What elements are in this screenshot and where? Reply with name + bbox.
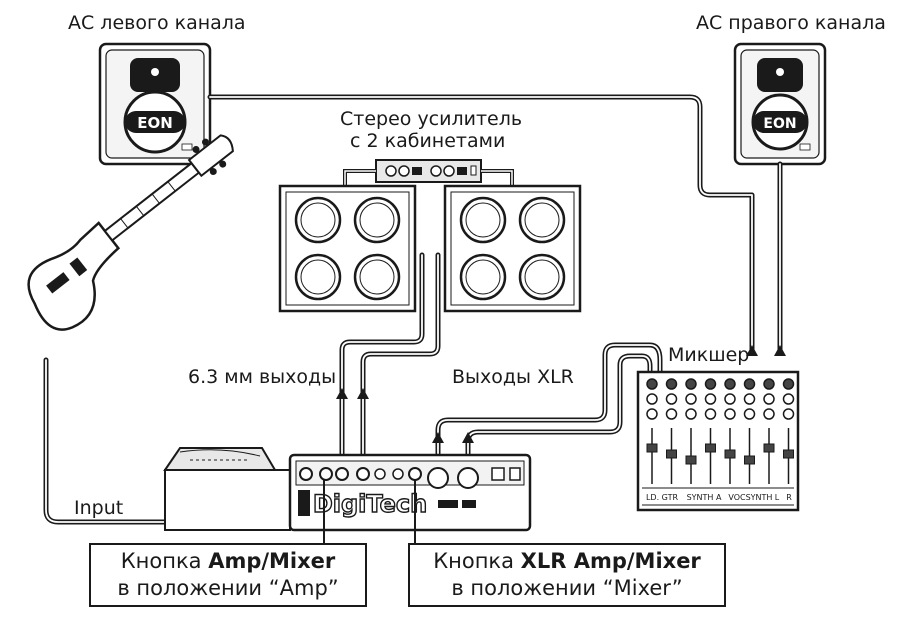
digitech-processor: DigiTech: [163, 447, 532, 532]
mixer-channel-r: R: [786, 493, 792, 502]
amplifier-label-line1: Стерео усилитель: [340, 108, 523, 130]
mixer-knob: [743, 393, 756, 405]
mixer-fader-cap: [724, 449, 736, 459]
digitech-logo: DigiTech: [313, 490, 427, 518]
mixer-channel-synth-a: SYNTH A: [687, 493, 722, 502]
mixer-knob: [665, 378, 678, 390]
right-cabinet: [443, 184, 582, 313]
mixer-knob: [724, 378, 736, 390]
mixer-fader-cap: [783, 449, 794, 459]
bass-guitar: [27, 134, 234, 331]
mixer-knobs: [646, 378, 795, 484]
mixer-fader-cap: [705, 443, 716, 453]
mixer-knob: [704, 378, 717, 390]
cables: [43, 94, 783, 525]
mixer-knob: [704, 408, 717, 420]
mixer-knob: [763, 393, 775, 405]
mixer-knob: [782, 393, 795, 405]
mixer-knob: [782, 408, 795, 420]
amp-mixer-callout: Кнопка Amp/Mixer в положении “Amp”: [89, 543, 367, 607]
left-speaker: EON: [98, 42, 212, 166]
amp-mixer-button-name: Amp/Mixer: [208, 549, 336, 573]
mixer-knob: [763, 378, 775, 390]
stereo-amplifier: [375, 159, 482, 183]
xlr-amp-mixer-callout: Кнопка XLR Amp/Mixer в положении “Mixer”: [408, 543, 726, 607]
amp-mixer-position: в положении “Amp”: [117, 576, 339, 600]
mixer-channel-l: L: [775, 493, 780, 502]
mixer-fader-cap: [744, 455, 755, 465]
mixer-knob: [646, 408, 658, 420]
mixer-knob: [685, 378, 697, 390]
outputs-xlr-label: Выходы XLR: [452, 366, 574, 388]
right-speaker: EON: [733, 42, 827, 166]
mixer-knob: [743, 378, 756, 390]
mixer-fader-cap: [646, 443, 658, 453]
mixer-knob: [685, 408, 697, 420]
mixer-knob: [724, 393, 736, 405]
mixer-fader-cap: [763, 443, 775, 453]
mixer-fader-cap: [685, 455, 697, 465]
left-cabinet: [278, 184, 417, 313]
mixer-knob: [704, 393, 717, 405]
left-speaker-label: АС левого канала: [68, 12, 246, 34]
mixer-knob: [782, 378, 795, 390]
mixer-knob: [646, 393, 658, 405]
xlr-amp-mixer-button-name: XLR Amp/Mixer: [520, 549, 701, 573]
xlr-amp-mixer-position: в положении “Mixer”: [451, 576, 683, 600]
mixer-channel-ld-gtr: LD. GTR: [646, 493, 679, 502]
mixer-channel-synth: SYNTH: [746, 493, 773, 502]
outputs-63-label: 6.3 мм выходы: [188, 366, 337, 388]
mixer-label: Микшер: [668, 344, 750, 366]
mixer-knob: [724, 408, 736, 420]
mixer-knob: [665, 408, 678, 420]
mixer-fader-cap: [666, 449, 677, 459]
mixer-knob: [763, 408, 775, 420]
mixer-channel-voc: VOC: [728, 493, 746, 502]
speaker-logo-right: EON: [763, 116, 796, 132]
mixer-knob: [743, 408, 756, 420]
mixer-knob: [646, 378, 658, 390]
mixer-knob: [665, 393, 678, 405]
input-label: Input: [74, 497, 124, 519]
amp-mixer-prefix: Кнопка: [120, 549, 209, 573]
mixer: LD. GTR SYNTH A VOC SYNTH L R: [636, 370, 800, 512]
xlr-amp-mixer-prefix: Кнопка: [433, 549, 521, 573]
arrow-heads: [305, 345, 786, 528]
mixer-channel-labels: LD. GTR SYNTH A VOC SYNTH L R: [646, 493, 792, 502]
speaker-logo-left: EON: [137, 114, 173, 132]
right-speaker-label: АС правого канала: [696, 12, 886, 34]
amplifier-label-line2: с 2 кабинетами: [350, 130, 506, 152]
mixer-knob: [685, 393, 697, 405]
